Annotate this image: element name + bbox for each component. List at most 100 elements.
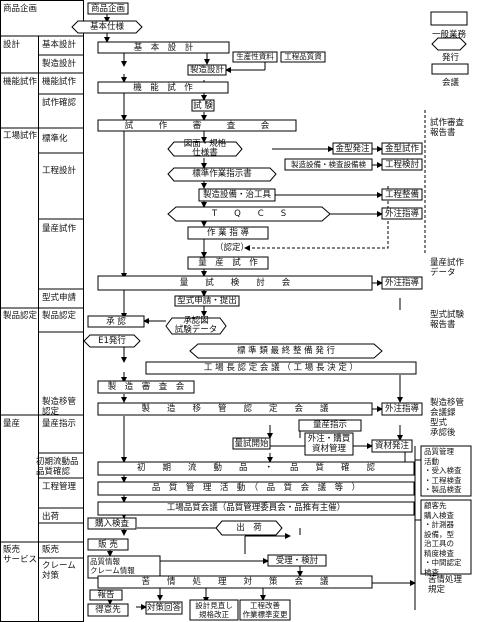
- basic-spec-hex: [71, 20, 143, 34]
- note-complaint-rule: 苦情処理 規定: [428, 575, 463, 595]
- phase-product-cert: 製品認定: [3, 311, 38, 321]
- quality-mgmt-meeting: [97, 481, 415, 496]
- node-manuf-review: 製 造 審 査 会: [107, 382, 185, 392]
- node-process-setup: 工程整備: [384, 190, 419, 200]
- node-mass-trial: 量 産 試 作: [198, 258, 258, 268]
- node-outsource-purchase: 外注・購買 資材管理: [307, 434, 351, 454]
- legend-general-shape: [430, 11, 468, 26]
- note-qc-activity: 品質管理 活動 ・受入検査 ・工程検査 ・製品検査: [424, 447, 462, 494]
- note-transfer-record: 製造移管 会議録 型式 承認後: [430, 398, 465, 438]
- sub-shipping: 出荷: [42, 512, 60, 522]
- sub-process-design: 工程設計: [42, 166, 77, 176]
- node-trial-check: 試 験: [193, 101, 213, 111]
- node-factory-quality: 工場品質会議（品質管理委員会・品推有主催）: [166, 503, 346, 513]
- node-drawing-spec: 図面・規格 仕様書: [183, 139, 227, 158]
- sub-process-mgmt: 工程管理: [42, 482, 77, 492]
- approved-drawing-hex: [165, 317, 227, 335]
- sub-sales: 販売: [42, 545, 60, 555]
- node-design-review: 設計見直し 規格改正: [195, 601, 233, 619]
- node-manuf-transfer-meeting: 製 造 移 管 認 定 会 議: [141, 404, 329, 414]
- sub-basic-design: 基本設計: [42, 40, 77, 50]
- product-planning-box: [87, 2, 129, 15]
- node-quality-info: 品質情報 クレーム情報: [90, 557, 135, 575]
- node-equip-tools: 製造設備・治工具: [202, 190, 271, 200]
- node-trial-start: 量試開始: [234, 439, 269, 449]
- node-work-instruct: 作 業 指 導: [206, 228, 250, 238]
- tqcs-hex: [167, 206, 331, 222]
- node-sales: 販 売: [98, 540, 118, 550]
- node-production-spec: 生産性資料: [236, 52, 274, 61]
- node-process-improve: 工程改善 作業標準変更: [242, 601, 288, 619]
- node-func-trial: 機 能 試 作: [133, 83, 193, 93]
- phase-factory-trial: 工場試作: [3, 131, 38, 141]
- legend-issue-label: 発行: [442, 53, 460, 63]
- node-mass-trial-review: 量 試 検 討 会: [179, 278, 291, 288]
- sub-mass-trial: 量産試作: [42, 224, 77, 234]
- sub-trial-confirm: 試作確認: [42, 98, 77, 108]
- phase-sales-service: 販売 サービス: [3, 545, 38, 565]
- drawing-spec-hex: [167, 141, 243, 157]
- node-equip-design: 製造設備・検査設備検: [291, 160, 366, 169]
- std-work-hex: [167, 167, 277, 182]
- sub-initial-flow: 初期流動品 品質確認: [36, 457, 79, 477]
- node-shipping: 出 荷: [236, 523, 262, 533]
- node-complaint-meeting: 苦 情 処 理 対 策 会 議: [141, 577, 329, 587]
- sub-func-trial: 機能試作: [42, 77, 77, 87]
- node-outsource-guide-1: 外注指導: [384, 209, 419, 219]
- node-acceptance: 受理・検討: [275, 556, 319, 566]
- initial-flow-meeting: [97, 461, 415, 476]
- node-outsource-guide-2: 外注指導: [384, 278, 419, 288]
- sub-standardize: 標準化: [42, 134, 68, 144]
- node-e1-issue: E1発行: [98, 336, 126, 346]
- note-customer-accept: 顧客先 購入検査 ・計測器 設備，型 治工具の 精度検査 ・中間認定 検査: [424, 501, 462, 577]
- note-mass-trial-data: 量産試作 データ: [430, 258, 465, 278]
- std-issue-hex: [189, 343, 383, 359]
- node-product-planning: 商品企画: [90, 4, 125, 14]
- sub-manuf-design: 製造設計: [42, 59, 77, 69]
- node-customer: 得意先: [95, 605, 121, 615]
- sub-product-cert: 製品認定: [42, 311, 77, 321]
- node-outsource-guide-3: 外注指導: [384, 404, 419, 414]
- note-type-test: 型式試験 報告書: [430, 310, 465, 330]
- node-approval: 承 認: [106, 317, 126, 327]
- legend-meeting-label: 会議: [442, 78, 460, 88]
- feedback-dashed-line: [244, 186, 389, 251]
- complaint-meeting: [97, 575, 373, 589]
- manuf-transfer-meeting: [97, 402, 373, 416]
- legend-meeting-shape: [431, 63, 469, 75]
- node-mold-trial: 金型試作: [384, 144, 419, 154]
- mass-trial-review-meeting: [97, 275, 373, 291]
- node-approved-drawing: 承認図 試験データ: [174, 316, 218, 335]
- node-mold-order: 金型発注: [335, 144, 370, 154]
- node-process-review: 工程検討: [384, 160, 419, 170]
- sub-mass-instruct: 量産指示: [42, 419, 77, 429]
- node-material-order: 資材発注: [374, 441, 409, 451]
- e1-hex: [83, 334, 141, 348]
- node-std-issue: 標 準 類 最 終 整 備 発 行: [236, 346, 336, 356]
- node-tqcs: T Q C S: [211, 209, 287, 219]
- node-type-app-submit: 型式申請・提出: [177, 296, 237, 306]
- legend-issue-shape: [431, 37, 467, 51]
- node-quality-mgmt: 品 質 管 理 活 動 （ 品 質 会 議 等 ）: [151, 483, 361, 493]
- node-process-quality: 工程品質資: [284, 52, 322, 61]
- sub-claim: クレーム 対策: [42, 561, 76, 581]
- phase-design: 設計: [3, 40, 21, 50]
- node-trial-review-meeting: 試 作 審 査 会: [124, 121, 270, 131]
- trial-review-meeting: [97, 119, 297, 132]
- factory-cert-meeting: [145, 361, 417, 375]
- node-mass-instruct: 量産指示: [312, 420, 347, 430]
- process-quality-box: [280, 51, 326, 63]
- factory-quality-meeting: [97, 501, 415, 516]
- node-manuf-design: 製造設計: [189, 65, 224, 75]
- phase-planning: 商品企画: [3, 4, 38, 14]
- legend-general-label: 一般業務: [432, 30, 467, 40]
- node-basic-spec: 基本仕様: [89, 22, 124, 32]
- sub-type-apply: 型式申請: [42, 293, 77, 303]
- production-spec-box: [232, 51, 278, 63]
- note-trial-review: 試作審査 報告書: [430, 118, 465, 138]
- node-purchase-inspect: 購入検査: [94, 519, 129, 529]
- node-basic-design: 基 本 設 計: [133, 43, 194, 53]
- node-response: 対策回答: [146, 603, 181, 613]
